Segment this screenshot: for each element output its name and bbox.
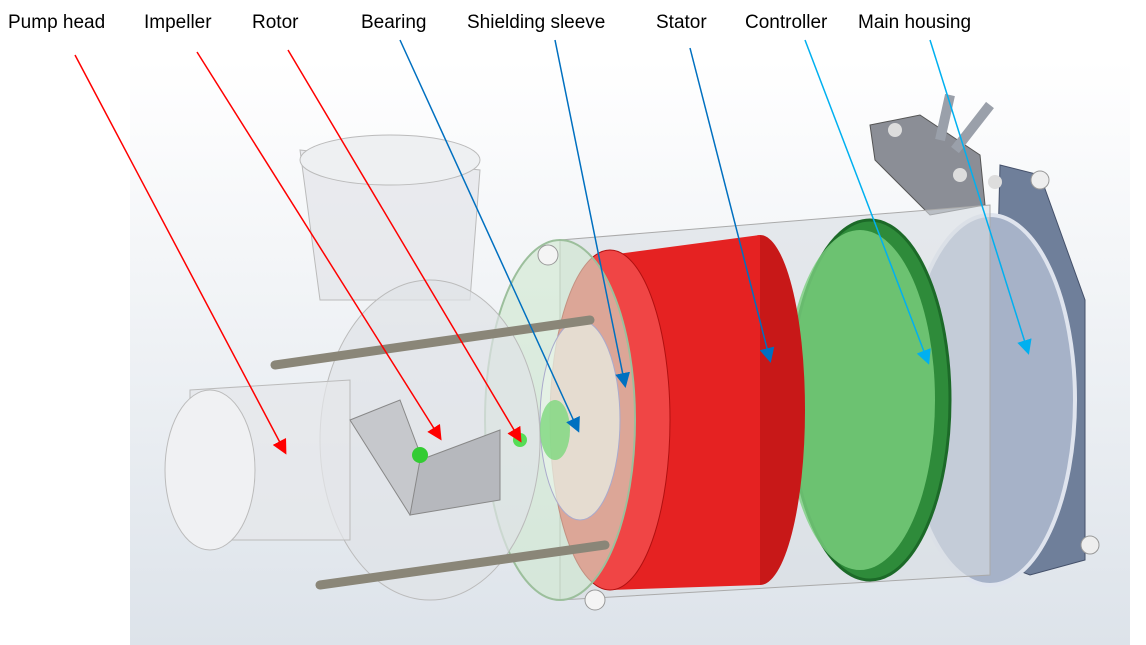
arrow-pump-head <box>74 54 287 455</box>
arrow-main-housing <box>929 39 1032 355</box>
arrow-bearing <box>399 39 580 433</box>
label-shielding-sleeve: Shielding sleeve <box>467 12 606 33</box>
arrow-rotor <box>287 49 522 443</box>
impeller <box>349 399 501 516</box>
label-bearing: Bearing <box>361 12 427 33</box>
tie-rods <box>270 315 610 590</box>
leader-lines <box>74 39 1032 455</box>
label-main-housing: Main housing <box>858 12 972 33</box>
bolts <box>537 244 606 611</box>
label-impeller: Impeller <box>144 12 212 33</box>
arrow-shielding-sleeve <box>554 39 630 388</box>
label-rotor: Rotor <box>252 12 299 33</box>
arrow-impeller <box>196 51 442 441</box>
label-controller: Controller <box>745 12 828 33</box>
label-stator: Stator <box>656 12 707 33</box>
label-pump-head: Pump head <box>8 12 106 33</box>
arrow-controller <box>804 39 931 365</box>
arrow-stator <box>689 47 775 363</box>
controller-disc <box>785 218 952 582</box>
